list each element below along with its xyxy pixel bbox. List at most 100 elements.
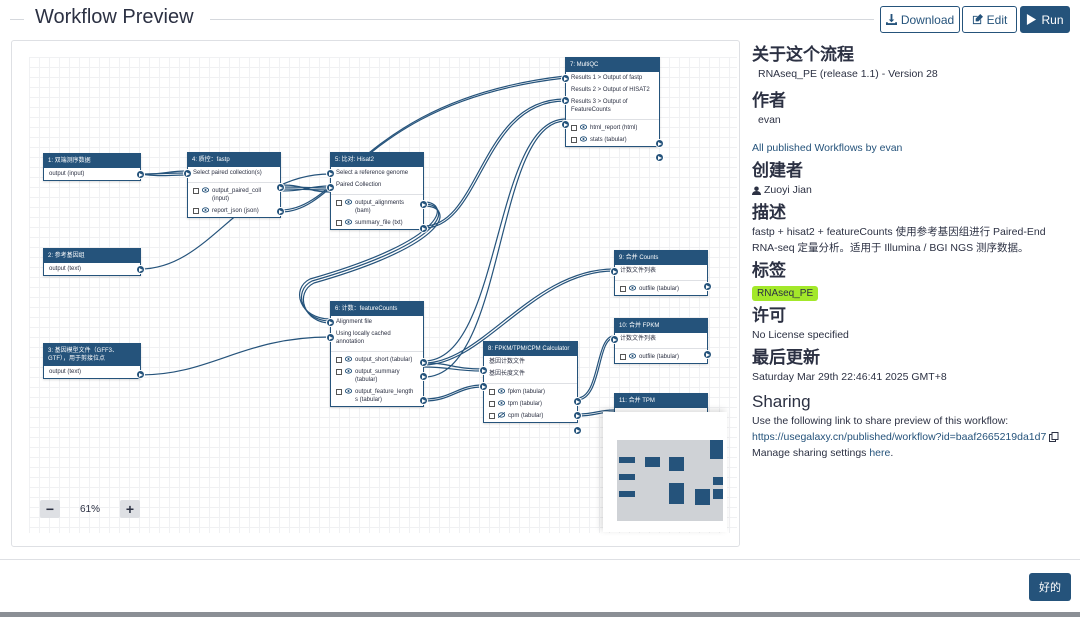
- checkbox[interactable]: [489, 413, 495, 419]
- node-8-input-terminal-1[interactable]: [479, 366, 488, 375]
- copy-icon[interactable]: [1049, 432, 1059, 442]
- checkbox[interactable]: [336, 369, 342, 375]
- node-3-output-terminal[interactable]: [136, 370, 145, 379]
- sharing-url-link[interactable]: https://usegalaxy.cn/published/workflow?…: [752, 431, 1047, 443]
- workflow-node-11[interactable]: 11: 合并 TPM: [614, 393, 708, 413]
- node-1-output: output (input): [49, 171, 85, 177]
- node-5-input-terminal-2[interactable]: [326, 183, 335, 192]
- node-7-output-terminal-2[interactable]: [655, 153, 664, 162]
- page-title: Workflow Preview: [35, 6, 194, 28]
- eye-icon[interactable]: [345, 368, 352, 374]
- workflow-node-2[interactable]: 2: 参考基因组 output (text): [43, 248, 145, 276]
- node-8-output-terminal-3[interactable]: [573, 426, 582, 435]
- node-8-output-terminal-1[interactable]: [573, 397, 582, 406]
- minimap-node: [645, 457, 660, 467]
- node-4-output-terminal-2[interactable]: [276, 207, 285, 216]
- ok-button[interactable]: 好的: [1029, 573, 1071, 601]
- node-8-input-1: 基因计数文件: [489, 359, 526, 365]
- node-2-output-terminal[interactable]: [136, 265, 145, 274]
- workflow-node-1[interactable]: 1: 双端测序数据 output (input): [43, 153, 145, 181]
- eye-icon[interactable]: [202, 207, 209, 213]
- workflow-node-9[interactable]: 9: 合并 Counts 计数文件列表 outfile (tabular): [610, 250, 712, 296]
- node-7-output-terminal-1[interactable]: [655, 139, 664, 148]
- workflow-node-8[interactable]: 8: FPKM/TPM/CPM Calculator 基因计数文件 基因长度文件…: [479, 341, 582, 435]
- node-6-input-terminal-1[interactable]: [326, 318, 335, 327]
- checkbox[interactable]: [336, 200, 342, 206]
- node-6-output-terminal-3[interactable]: [419, 396, 428, 405]
- zoom-in-button[interactable]: +: [120, 500, 140, 518]
- node-5-output-terminal-2[interactable]: [419, 224, 428, 233]
- zoom-level: 61%: [79, 503, 100, 515]
- workflow-node-10[interactable]: 10: 合并 FPKM 计数文件列表 outfile (tabular): [610, 318, 712, 364]
- node-8-output-terminal-2[interactable]: [573, 411, 582, 420]
- workflow-node-3[interactable]: 3: 基因模型文件（GFF3、GTF），用于剪接位点 output (text): [43, 343, 145, 379]
- run-button[interactable]: Run: [1020, 6, 1070, 33]
- workflow-node-7[interactable]: 7: MultiQC Results 1 > Output of fastp R…: [561, 57, 664, 162]
- workflow-node-4[interactable]: 4: 质控：fastp Select paired collection(s) …: [183, 152, 285, 218]
- eye-icon[interactable]: [629, 285, 636, 291]
- node-6-output-terminal-2[interactable]: [419, 372, 428, 381]
- checkbox[interactable]: [336, 357, 342, 363]
- node-6-input-terminal-2[interactable]: [326, 333, 335, 342]
- eye-icon[interactable]: [202, 187, 209, 193]
- eye-icon[interactable]: [580, 136, 587, 142]
- node-10-input-terminal[interactable]: [610, 335, 619, 344]
- node-5-output-terminal-1[interactable]: [419, 200, 428, 209]
- node-8-title: 8: FPKM/TPM/CPM Calculator: [484, 342, 577, 356]
- checkbox[interactable]: [620, 286, 626, 292]
- workflow-name: RNAseq_PE (release 1.1) - Version 28: [758, 68, 938, 80]
- checkbox[interactable]: [571, 137, 577, 143]
- node-8-input-2: 基因长度文件: [489, 371, 526, 377]
- node-10-title: 10: 合并 FPKM: [615, 319, 707, 333]
- eye-icon[interactable]: [345, 356, 352, 362]
- workflow-node-6[interactable]: 6: 计数：featureCounts Alignment file Using…: [326, 301, 428, 407]
- eye-slash-icon[interactable]: [498, 412, 505, 418]
- checkbox[interactable]: [620, 354, 626, 360]
- eye-icon[interactable]: [629, 353, 636, 359]
- workflow-node-5[interactable]: 5: 比对: Hisat2 Select a reference genome …: [326, 152, 428, 233]
- node-5-input-terminal-1[interactable]: [326, 169, 335, 178]
- eye-icon[interactable]: [345, 388, 352, 394]
- workflow-minimap[interactable]: [603, 412, 727, 532]
- all-workflows-link[interactable]: All published Workflows by evan: [752, 142, 903, 154]
- download-button[interactable]: Download: [880, 6, 960, 33]
- download-label: Download: [900, 12, 955, 27]
- node-9-input-terminal[interactable]: [610, 267, 619, 276]
- minimap-node: [669, 457, 684, 471]
- node-7-input-terminal-1[interactable]: [561, 74, 570, 83]
- eye-icon[interactable]: [498, 388, 505, 394]
- node-1-output-terminal[interactable]: [136, 170, 145, 179]
- manage-sharing-prefix: Manage sharing settings: [752, 447, 870, 459]
- header-rule-right: [210, 19, 874, 20]
- checkbox[interactable]: [336, 220, 342, 226]
- checkbox[interactable]: [193, 208, 199, 214]
- tag-badge[interactable]: RNAseq_PE: [752, 286, 819, 301]
- eye-icon[interactable]: [498, 400, 505, 406]
- checkbox[interactable]: [193, 188, 199, 194]
- node-4-input-terminal[interactable]: [183, 169, 192, 178]
- workflow-canvas[interactable]: 1: 双端测序数据 output (input) 2: 参考基因组 output…: [11, 40, 740, 547]
- checkbox[interactable]: [489, 401, 495, 407]
- checkbox[interactable]: [336, 389, 342, 395]
- eye-icon[interactable]: [580, 124, 587, 130]
- node-6-output-2: output_summary (tabular): [331, 366, 423, 386]
- user-icon: [752, 185, 761, 195]
- zoom-out-button[interactable]: −: [40, 500, 60, 518]
- checkbox[interactable]: [571, 125, 577, 131]
- node-7-input-terminal-3[interactable]: [561, 120, 570, 129]
- node-10-output-terminal[interactable]: [703, 350, 712, 359]
- manage-sharing-text: Manage sharing settings here.: [752, 445, 1072, 461]
- edit-button[interactable]: Edit: [962, 6, 1017, 33]
- eye-icon[interactable]: [345, 219, 352, 225]
- node-6-output-terminal-1[interactable]: [419, 358, 428, 367]
- node-8-input-terminal-2[interactable]: [479, 382, 488, 391]
- checkbox[interactable]: [489, 389, 495, 395]
- node-9-output-terminal[interactable]: [703, 282, 712, 291]
- creator-name: Zuoyi Jian: [764, 184, 812, 196]
- manage-sharing-link[interactable]: here: [869, 447, 891, 459]
- node-7-input-terminal-2[interactable]: [561, 96, 570, 105]
- eye-icon[interactable]: [345, 199, 352, 205]
- manage-sharing-suffix: .: [890, 447, 894, 459]
- node-4-output-terminal-1[interactable]: [276, 183, 285, 192]
- minimap-viewport[interactable]: [617, 440, 723, 521]
